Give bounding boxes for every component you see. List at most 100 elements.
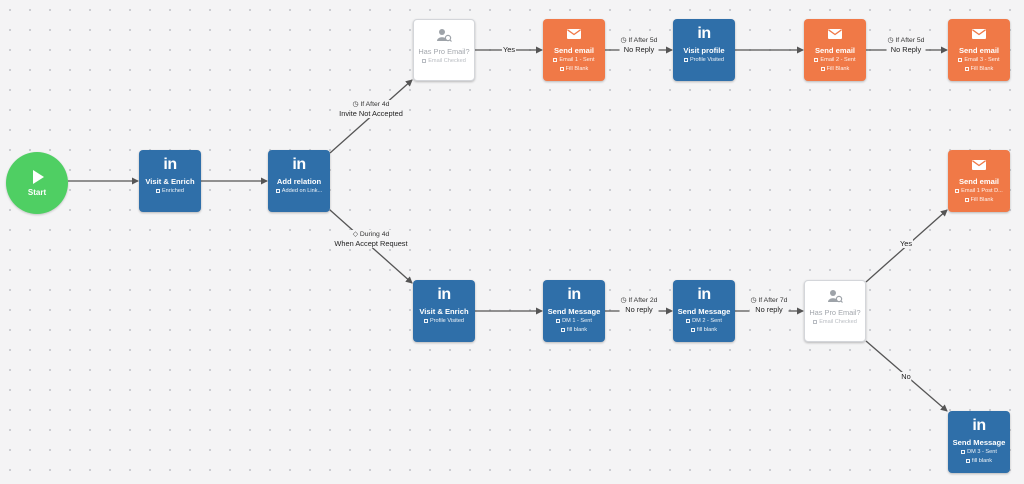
edge-label: Yes xyxy=(899,239,913,248)
node-status: Added on Link... xyxy=(281,188,323,194)
edge-label: No Reply xyxy=(623,45,655,54)
edge-label-no-1[interactable]: No xyxy=(900,372,912,381)
node-status: DM 3 - Sent xyxy=(967,449,997,455)
node-template: Fill Blank xyxy=(565,66,589,72)
node-status: Email 2 - Sent xyxy=(820,57,856,63)
envelope-icon xyxy=(972,29,986,39)
edge-label: When Accept Request xyxy=(334,239,408,248)
edge-condition: If After 2d xyxy=(628,297,658,304)
edge-label: Yes xyxy=(502,45,516,54)
start-node[interactable]: Start xyxy=(6,152,68,214)
node-title: Visit & Enrich xyxy=(419,307,469,316)
node-template: fill blank xyxy=(971,458,993,464)
node-title: Send Message xyxy=(952,438,1006,447)
edge-label-when-accept[interactable]: ◇ During 4d When Accept Request xyxy=(333,230,409,248)
edge-condition: If After 7d xyxy=(758,297,788,304)
node-add-relation[interactable]: in Add relation Added on Link... xyxy=(268,150,330,212)
node-template: fill blank xyxy=(566,327,588,333)
status-icon xyxy=(961,449,966,454)
edge-label: No Reply xyxy=(890,45,922,54)
node-template: fill blank xyxy=(696,327,718,333)
status-icon xyxy=(813,319,818,324)
status-icon xyxy=(686,318,691,323)
status-icon xyxy=(553,57,558,62)
node-title: Send email xyxy=(553,46,595,55)
node-status: Email 1 - Sent xyxy=(559,57,595,63)
node-status: DM 2 - Sent xyxy=(692,318,722,324)
node-status: Email 1 Post D... xyxy=(961,188,1003,194)
user-search-icon xyxy=(437,29,452,42)
play-icon xyxy=(33,169,44,184)
node-send-email-3[interactable]: Send email Email 3 - Sent Fill Blank xyxy=(948,19,1010,81)
node-title: Send email xyxy=(958,177,1000,186)
edge-label-noreply-4[interactable]: ◷ If After 7d No reply xyxy=(749,296,789,314)
edge-label-invite-not-accepted[interactable]: ◷ If After 4d Invite Not Accepted xyxy=(338,100,404,118)
status-icon xyxy=(423,318,428,323)
edge-label-yes-1[interactable]: Yes xyxy=(501,45,517,54)
node-title: Has Pro Email? xyxy=(809,308,861,317)
node-send-email-1[interactable]: Send email Email 1 - Sent Fill Blank xyxy=(543,19,605,81)
start-label: Start xyxy=(27,187,47,197)
node-title: Send Message xyxy=(677,307,731,316)
template-icon xyxy=(560,327,565,332)
node-title: Send Message xyxy=(547,307,601,316)
node-title: Visit & Enrich xyxy=(145,177,195,186)
status-icon xyxy=(683,57,688,62)
linkedin-icon: in xyxy=(972,417,986,434)
status-icon xyxy=(155,188,160,193)
node-send-message-3[interactable]: in Send Message DM 3 - Sent fill blank xyxy=(948,411,1010,473)
node-send-email-4[interactable]: Send email Email 1 Post D... Fill Blank xyxy=(948,150,1010,212)
status-icon xyxy=(556,318,561,323)
edge-label: No xyxy=(901,372,911,381)
node-title: Send email xyxy=(958,46,1000,55)
node-status: Email Checked xyxy=(428,58,466,64)
node-visit-profile[interactable]: in Visit profile Profile Visited xyxy=(673,19,735,81)
node-status: Profile Visited xyxy=(689,57,725,63)
linkedin-icon: in xyxy=(163,156,177,173)
node-title: Visit profile xyxy=(683,46,725,55)
status-icon xyxy=(814,57,819,62)
edge-label-noreply-2[interactable]: ◷ If After 5d No Reply xyxy=(886,36,926,54)
status-icon xyxy=(955,188,960,193)
status-icon xyxy=(275,188,280,193)
envelope-icon xyxy=(972,160,986,170)
node-visit-enrich-1[interactable]: in Visit & Enrich Enriched xyxy=(139,150,201,212)
edge-label-yes-2[interactable]: Yes xyxy=(898,239,914,248)
node-send-email-2[interactable]: Send email Email 2 - Sent Fill Blank xyxy=(804,19,866,81)
node-template: Fill Blank xyxy=(970,66,994,72)
node-send-message-2[interactable]: in Send Message DM 2 - Sent fill blank xyxy=(673,280,735,342)
node-status: Enriched xyxy=(161,188,185,194)
edge-label-noreply-3[interactable]: ◷ If After 2d No reply xyxy=(619,296,659,314)
node-has-pro-email-1[interactable]: Has Pro Email? Email Checked xyxy=(413,19,475,81)
node-send-message-1[interactable]: in Send Message DM 1 - Sent fill blank xyxy=(543,280,605,342)
template-icon xyxy=(964,66,969,71)
node-title: Send email xyxy=(814,46,856,55)
linkedin-icon: in xyxy=(437,286,451,303)
linkedin-icon: in xyxy=(697,286,711,303)
node-status: Email 3 - Sent xyxy=(964,57,1000,63)
template-icon xyxy=(964,197,969,202)
linkedin-icon: in xyxy=(292,156,306,173)
node-template: Fill Blank xyxy=(826,66,850,72)
node-status: Email Checked xyxy=(819,319,857,325)
edge-condition: If After 4d xyxy=(360,101,390,108)
edge-label: Invite Not Accepted xyxy=(339,109,403,118)
template-icon xyxy=(965,458,970,463)
status-icon xyxy=(422,58,427,63)
template-icon xyxy=(559,66,564,71)
template-icon xyxy=(820,66,825,71)
user-search-icon xyxy=(828,290,843,303)
edge-label: No reply xyxy=(755,305,783,314)
node-visit-enrich-2[interactable]: in Visit & Enrich Profile Visited xyxy=(413,280,475,342)
envelope-icon xyxy=(828,29,842,39)
edge-condition: If After 5d xyxy=(895,37,925,44)
linkedin-icon: in xyxy=(567,286,581,303)
edge-label-noreply-1[interactable]: ◷ If After 5d No Reply xyxy=(619,36,659,54)
node-title: Add relation xyxy=(276,177,322,186)
node-title: Has Pro Email? xyxy=(418,47,470,56)
status-icon xyxy=(958,57,963,62)
node-status: DM 1 - Sent xyxy=(562,318,592,324)
edge-condition: During 4d xyxy=(359,231,390,238)
node-has-pro-email-2[interactable]: Has Pro Email? Email Checked xyxy=(804,280,866,342)
